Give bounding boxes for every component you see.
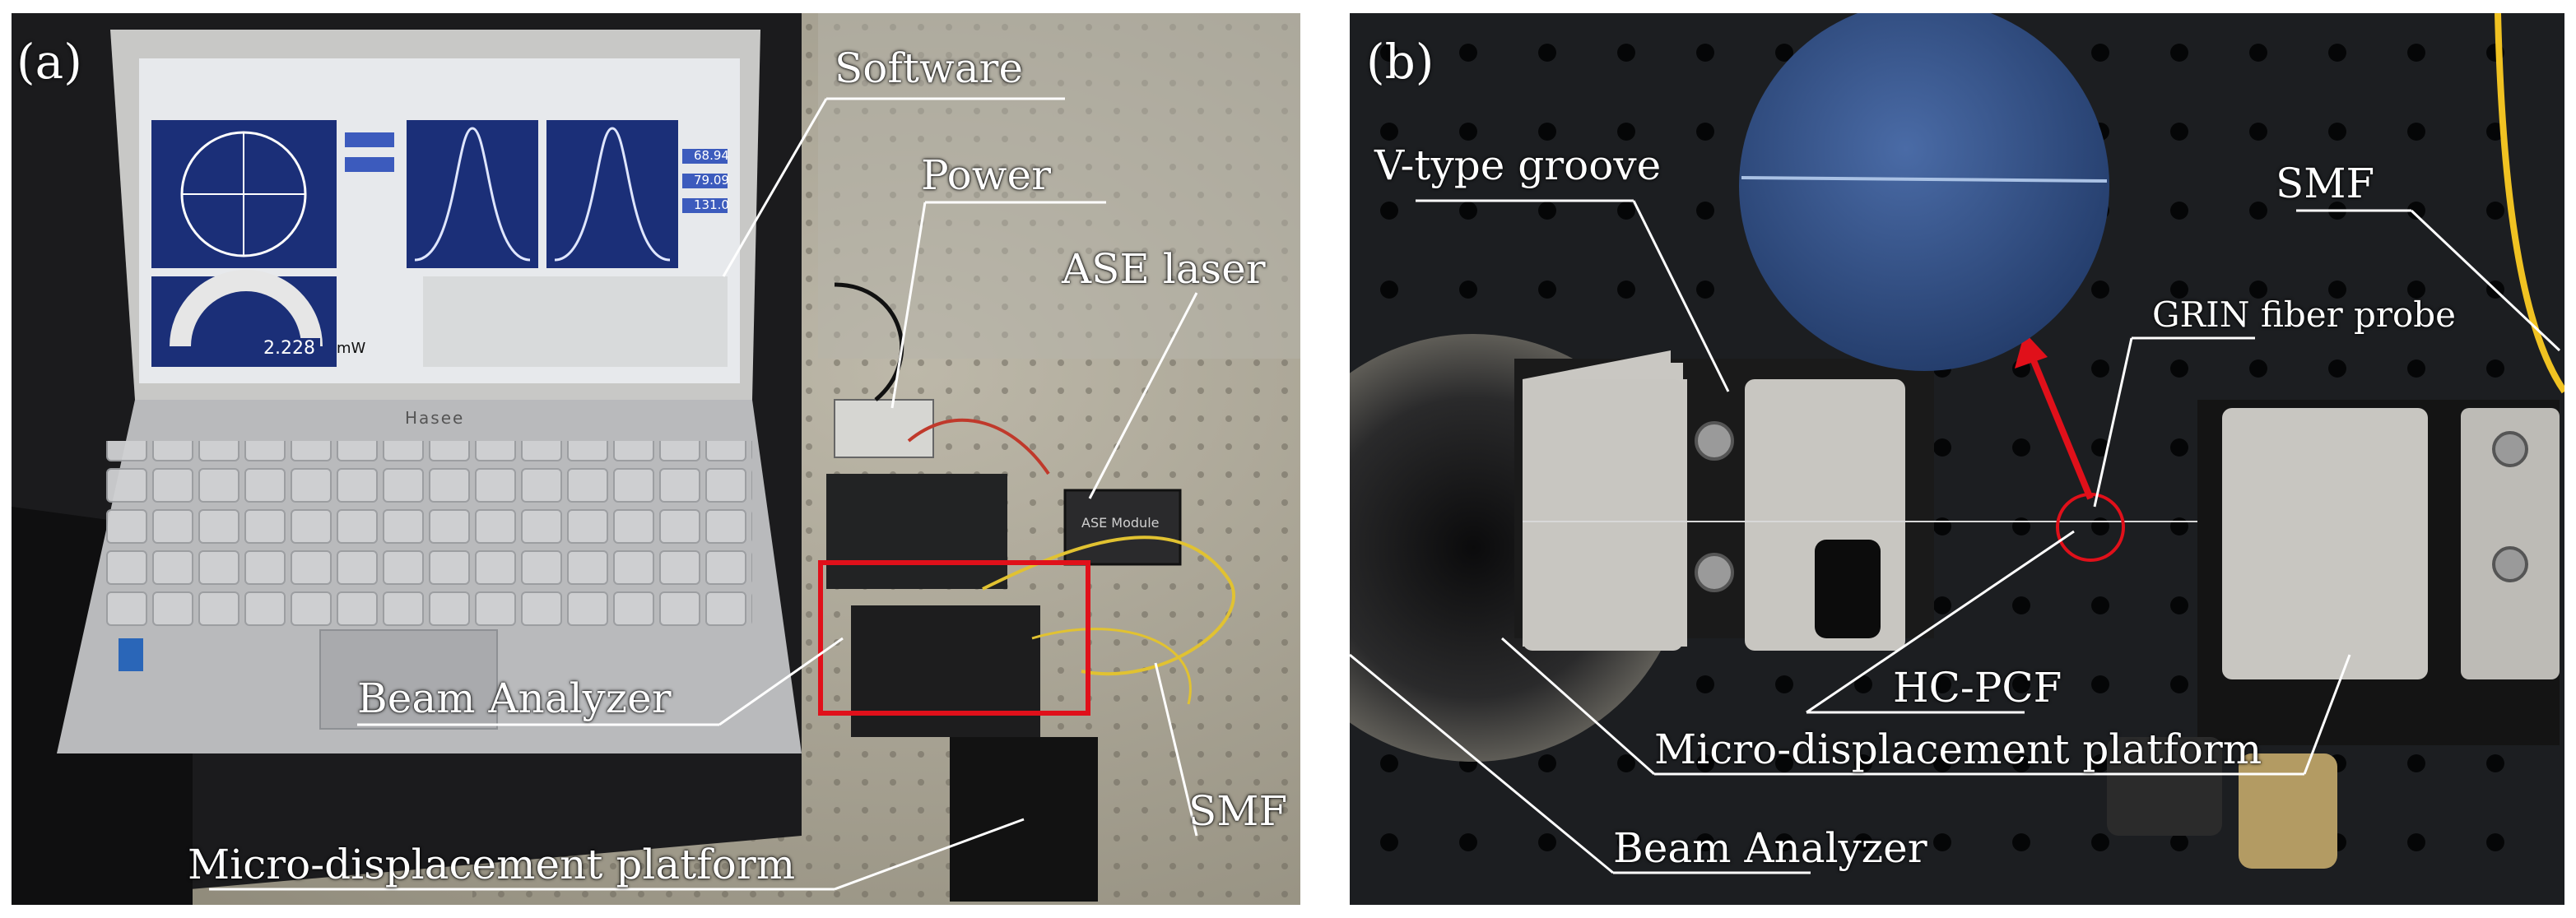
label-v-groove: V-type groove [1374, 141, 1662, 189]
translation-stage [826, 474, 1007, 589]
power-supply [834, 399, 934, 458]
label-software: Software [835, 44, 1024, 92]
callout-line-platform-b [1501, 637, 1655, 776]
zoom-arrow [2030, 357, 2094, 500]
screen-value-1: 68.94 [694, 148, 729, 163]
ase-module-label: ASE Module [1081, 515, 1160, 531]
callout-line-ase [1088, 292, 1198, 499]
right-clamp-plate [2222, 408, 2428, 679]
panel-a-scene [12, 13, 1300, 905]
panel-a-tag: (a) [16, 34, 82, 90]
label-micro-platform-a: Micro-displacement platform [188, 841, 796, 888]
power-unit: mW [337, 340, 366, 357]
screen-value-3: 131.0 [694, 197, 729, 212]
screen-value-2: 79.09 [694, 173, 729, 188]
panel-b-scene [1350, 13, 2564, 905]
label-power: Power [921, 151, 1052, 199]
label-beam-analyzer-b: Beam Analyzer [1613, 824, 1927, 872]
panel-a-photo: 2.228 mW 68.94 79.09 131.0 Hasee ASE Mod… [12, 13, 1300, 905]
label-smf-b: SMF [2276, 160, 2375, 207]
ase-module [1063, 489, 1182, 566]
callout-line-power [890, 202, 927, 409]
touchpad [319, 629, 498, 730]
magnified-inset [1739, 13, 2109, 371]
callout-line-smf-a [1154, 662, 1198, 837]
panel-b-tag: (b) [1366, 34, 1434, 90]
highlight-box [818, 560, 1090, 716]
label-grin-probe: GRIN fiber probe [2152, 294, 2457, 335]
panel-b-photo: (b) V-type groove SMF GRIN fiber probe H… [1350, 13, 2564, 905]
label-hc-pcf: HC-PCF [1893, 664, 2062, 712]
label-beam-analyzer-a: Beam Analyzer [357, 675, 672, 722]
callout-line-software [722, 98, 828, 277]
label-ase-laser: ASE laser [1062, 245, 1266, 293]
laptop-brand-logo: Hasee [405, 408, 465, 428]
callout-line-beam-analyzer-b [1350, 653, 1614, 874]
power-readout: 2.228 [258, 338, 320, 359]
label-micro-platform-b: Micro-displacement platform [1654, 726, 2262, 773]
label-smf-a: SMF [1188, 787, 1288, 835]
